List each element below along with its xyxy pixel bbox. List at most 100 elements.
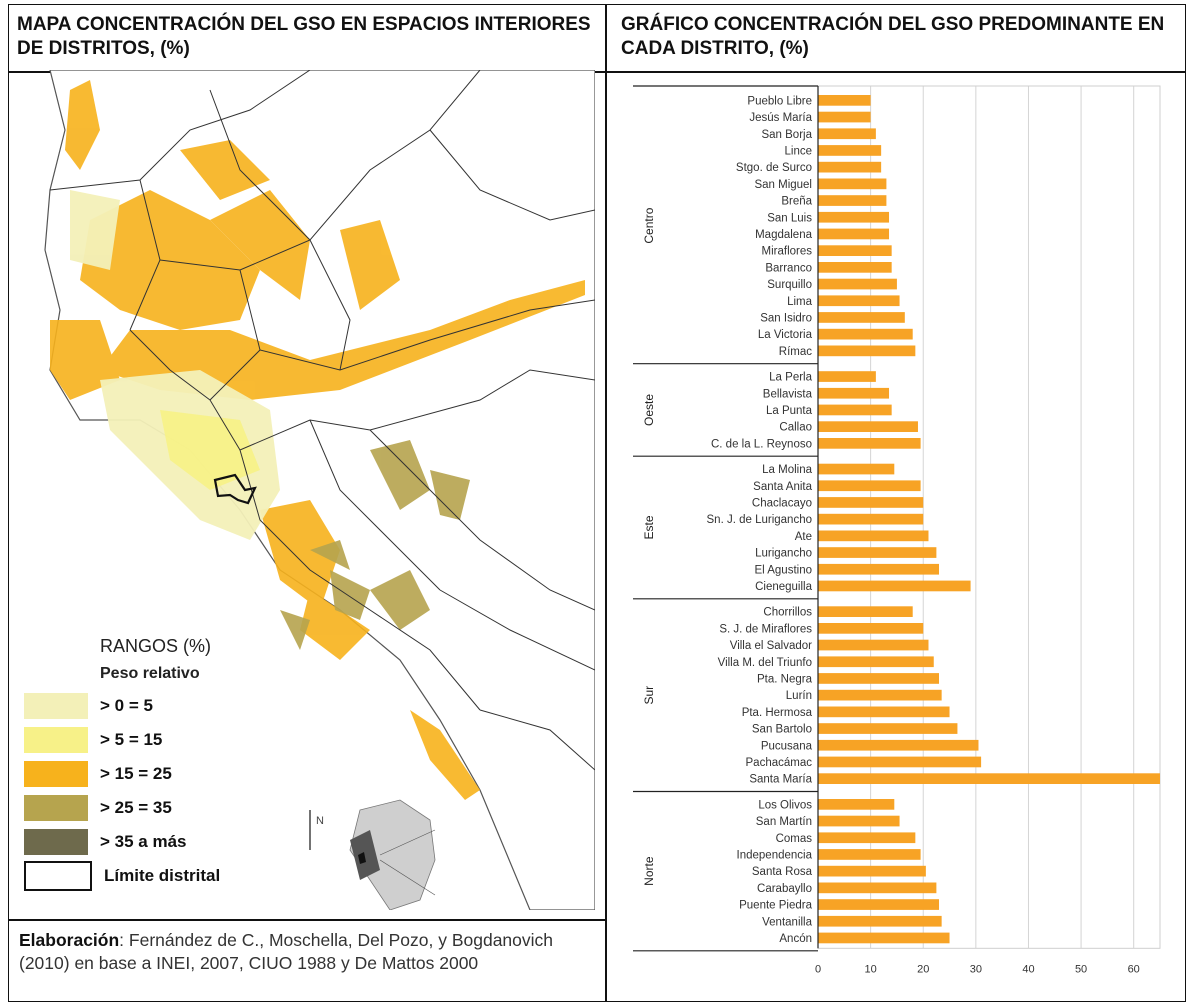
bar <box>818 530 929 542</box>
bar <box>818 580 971 592</box>
category-label: Independencia <box>737 849 813 861</box>
bar <box>818 480 921 492</box>
panel-divider <box>605 5 607 1001</box>
category-label: Ventanilla <box>762 916 812 928</box>
bar <box>818 387 890 399</box>
bar <box>818 773 1160 784</box>
category-label: Pta. Negra <box>757 673 813 685</box>
bar <box>818 178 887 190</box>
map-title: MAPA CONCENTRACIÓN DEL GSO EN ESPACIOS I… <box>17 14 591 59</box>
bar <box>818 195 887 206</box>
category-label: La Perla <box>769 372 812 384</box>
category-label: Sn. J. de Lurigancho <box>707 514 813 526</box>
category-label: Lurín <box>786 690 812 702</box>
legend-label: > 35 a más <box>100 832 187 851</box>
legend-label: > 15 = 25 <box>100 764 172 783</box>
group-label: Norte <box>642 856 656 886</box>
bar <box>818 421 918 432</box>
category-label: C. de la L. Reynoso <box>711 438 812 450</box>
category-label: Puente Piedra <box>739 900 812 912</box>
category-label: San Isidro <box>760 312 812 324</box>
chart-title: GRÁFICO CONCENTRACIÓN DEL GSO PREDOMINAN… <box>621 14 1165 59</box>
category-label: Rímac <box>779 346 812 358</box>
category-label: La Molina <box>762 464 812 476</box>
category-label: San Borja <box>761 129 812 141</box>
bar <box>818 915 942 927</box>
category-label: Los Olivos <box>758 799 812 811</box>
bar <box>818 328 913 340</box>
bar <box>818 799 895 810</box>
legend-item: > 15 = 25 <box>24 757 324 791</box>
bar <box>818 404 892 416</box>
category-label: S. J. de Miraflores <box>719 623 812 635</box>
legend-label: > 5 = 15 <box>100 730 163 749</box>
bar <box>818 211 890 223</box>
bar <box>818 832 916 844</box>
category-label: Chaclacayo <box>752 497 812 509</box>
category-label: Carabayllo <box>757 883 812 895</box>
category-label: Villa M. del Triunfo <box>718 657 812 669</box>
bar <box>818 295 900 307</box>
bar <box>818 656 934 668</box>
group-label: Este <box>642 515 656 539</box>
bar <box>818 849 921 860</box>
title-divider <box>9 71 1185 73</box>
x-tick-label: 0 <box>815 963 821 975</box>
legend-label: > 25 = 35 <box>100 798 172 817</box>
category-label: Pachacámac <box>746 757 813 769</box>
bar <box>818 345 916 357</box>
bar <box>818 245 892 256</box>
yellow-zones <box>160 410 260 490</box>
category-label: San Bartolo <box>752 724 812 736</box>
bar <box>818 513 924 525</box>
legend-item: > 0 = 5 <box>24 689 324 723</box>
x-tick-label: 50 <box>1075 963 1087 975</box>
bar <box>818 899 940 910</box>
bar <box>818 689 942 701</box>
category-label: Pta. Hermosa <box>742 707 813 719</box>
category-label: Jesús María <box>749 112 812 124</box>
category-label: La Punta <box>766 405 813 417</box>
category-label: Ate <box>795 531 812 543</box>
bar <box>818 438 921 449</box>
bar <box>818 623 924 634</box>
bar <box>818 547 937 558</box>
olive-zones <box>280 440 470 650</box>
category-label: Pueblo Libre <box>747 95 812 107</box>
legend-item: Límite distrital <box>24 859 324 893</box>
category-label: San Miguel <box>754 179 812 191</box>
legend-title: RANGOS (%) <box>100 636 212 656</box>
bar <box>818 563 940 575</box>
legend-subtitle: Peso relativo <box>100 665 200 682</box>
category-label: Magdalena <box>755 229 813 241</box>
x-tick-label: 30 <box>970 963 982 975</box>
legend-swatch <box>24 829 88 855</box>
bar <box>818 865 926 877</box>
category-label: El Agustino <box>754 564 812 576</box>
category-label: Pucusana <box>761 740 813 752</box>
x-tick-label: 40 <box>1022 963 1034 975</box>
category-label: Barranco <box>765 262 812 274</box>
bar <box>818 371 876 382</box>
bar <box>818 278 897 290</box>
bar <box>818 312 905 323</box>
category-label: Miraflores <box>762 246 813 258</box>
bar <box>818 815 900 827</box>
category-label: Bellavista <box>763 388 813 400</box>
bar <box>818 111 871 123</box>
category-label: San Luis <box>767 212 812 224</box>
x-tick-label: 20 <box>917 963 929 975</box>
category-label: Lince <box>785 145 813 157</box>
district-map: N <box>44 70 595 910</box>
category-label: Callao <box>779 422 812 434</box>
category-label: Santa María <box>749 774 812 786</box>
bar <box>818 262 892 273</box>
legend-item: > 35 a más <box>24 825 324 859</box>
x-tick-label: 60 <box>1128 963 1140 975</box>
district-boundaries <box>49 70 595 771</box>
bar <box>818 161 882 173</box>
category-label: Comas <box>776 833 813 845</box>
credit-label: Elaboración <box>19 930 120 950</box>
bar <box>818 932 950 944</box>
bar <box>818 739 979 751</box>
